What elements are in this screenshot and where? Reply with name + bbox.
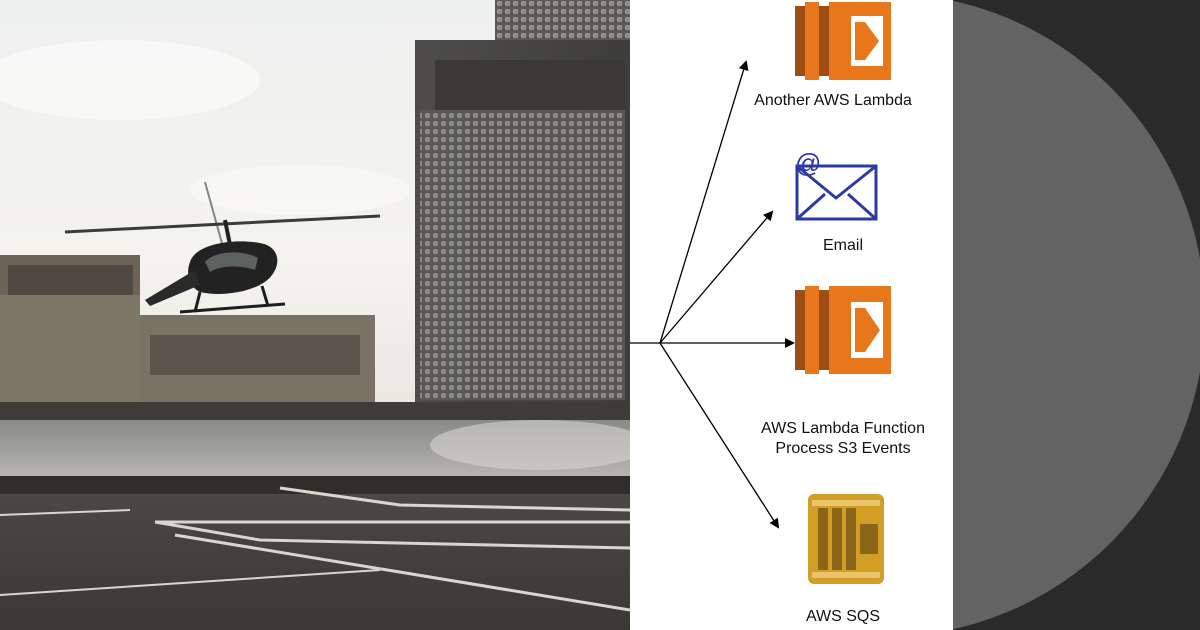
terminal-roof [8, 265, 133, 295]
tower-windows [420, 110, 625, 400]
svg-text:@: @ [795, 148, 821, 178]
cloud [0, 40, 260, 120]
diagram-canvas: @ [630, 2, 891, 584]
fanout-diagram: @ Another AWS Lambda [630, 0, 953, 630]
label-line: AWS SQS [805, 608, 881, 625]
helicopter [64, 181, 381, 314]
background-photo [0, 0, 630, 630]
arrow-to-another-lambda [659, 60, 749, 344]
pad-marking [279, 486, 630, 512]
decorative-circle [953, 0, 1200, 630]
pad-marking [0, 569, 381, 596]
label-line: Process S3 Events [775, 440, 911, 457]
decorative-panel [953, 0, 1200, 630]
terminal-facade [0, 295, 140, 405]
another-lambda-label: Another AWS Lambda [733, 91, 933, 111]
email-envelope-icon: @ [795, 148, 878, 221]
terminal-windows [150, 335, 360, 375]
arrow-to-email [659, 210, 774, 344]
tower-setback [435, 60, 625, 110]
helipad-edge [0, 476, 630, 494]
helipad-tarmac [0, 494, 630, 630]
aws-lambda-icon [795, 2, 891, 80]
pier [0, 402, 630, 420]
aws-sqs-icon [808, 494, 884, 584]
label-line: AWS Lambda Function [761, 420, 925, 437]
pad-marking [154, 520, 630, 550]
photo-scene [0, 0, 630, 630]
aws-lambda-icon [795, 286, 891, 374]
cloud [190, 165, 410, 215]
process-lambda-label: AWS Lambda Function Process S3 Events [733, 419, 953, 459]
pad-marking [0, 509, 131, 516]
rotor-spray [430, 420, 630, 470]
sqs-label: AWS SQS [733, 607, 953, 627]
label-line: Email [822, 237, 863, 254]
arrow-to-sqs [659, 342, 780, 529]
email-label: Email [733, 236, 953, 256]
pad-marking [174, 533, 630, 612]
label-line: Another AWS Lambda [754, 92, 912, 109]
